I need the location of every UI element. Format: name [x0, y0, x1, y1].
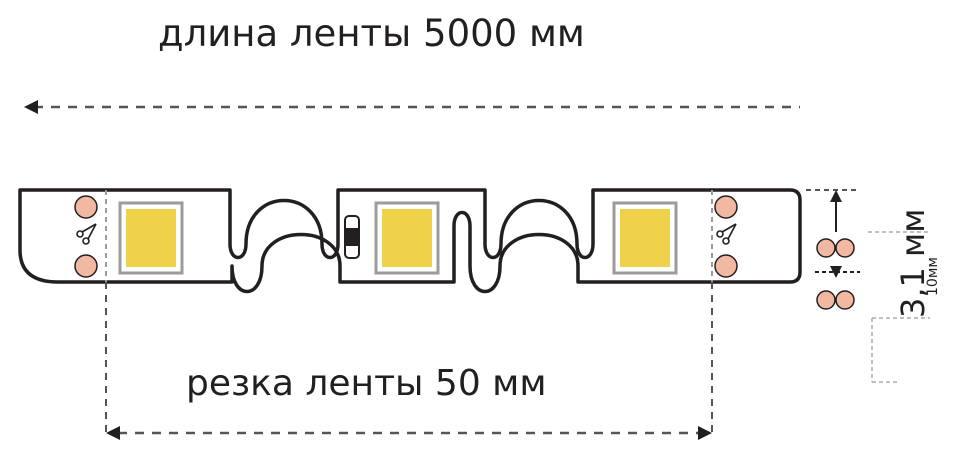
led-chip [118, 201, 184, 275]
left-arrowhead-icon [106, 426, 120, 440]
cut-step-label: резка ленты 50 мм [186, 363, 547, 404]
resistor [344, 215, 360, 259]
led-chip [612, 201, 678, 275]
solder-pad [714, 195, 738, 219]
width-label: 10мм [925, 257, 941, 296]
solder-pad [714, 254, 738, 278]
scissors-icon [716, 223, 737, 245]
left-arrowhead-icon [24, 100, 38, 114]
solder-pad [74, 195, 98, 219]
led-chip [374, 201, 440, 275]
down-arrowhead-icon [830, 266, 842, 278]
strip-length-label: длина ленты 5000 мм [158, 12, 585, 55]
thickness-label: 3,1 мм [894, 209, 932, 318]
solder-pad [74, 254, 98, 278]
end-view-pads [815, 238, 860, 310]
up-arrowhead-icon [830, 190, 842, 202]
scissors-icon [76, 223, 97, 245]
right-arrowhead-icon [698, 426, 712, 440]
